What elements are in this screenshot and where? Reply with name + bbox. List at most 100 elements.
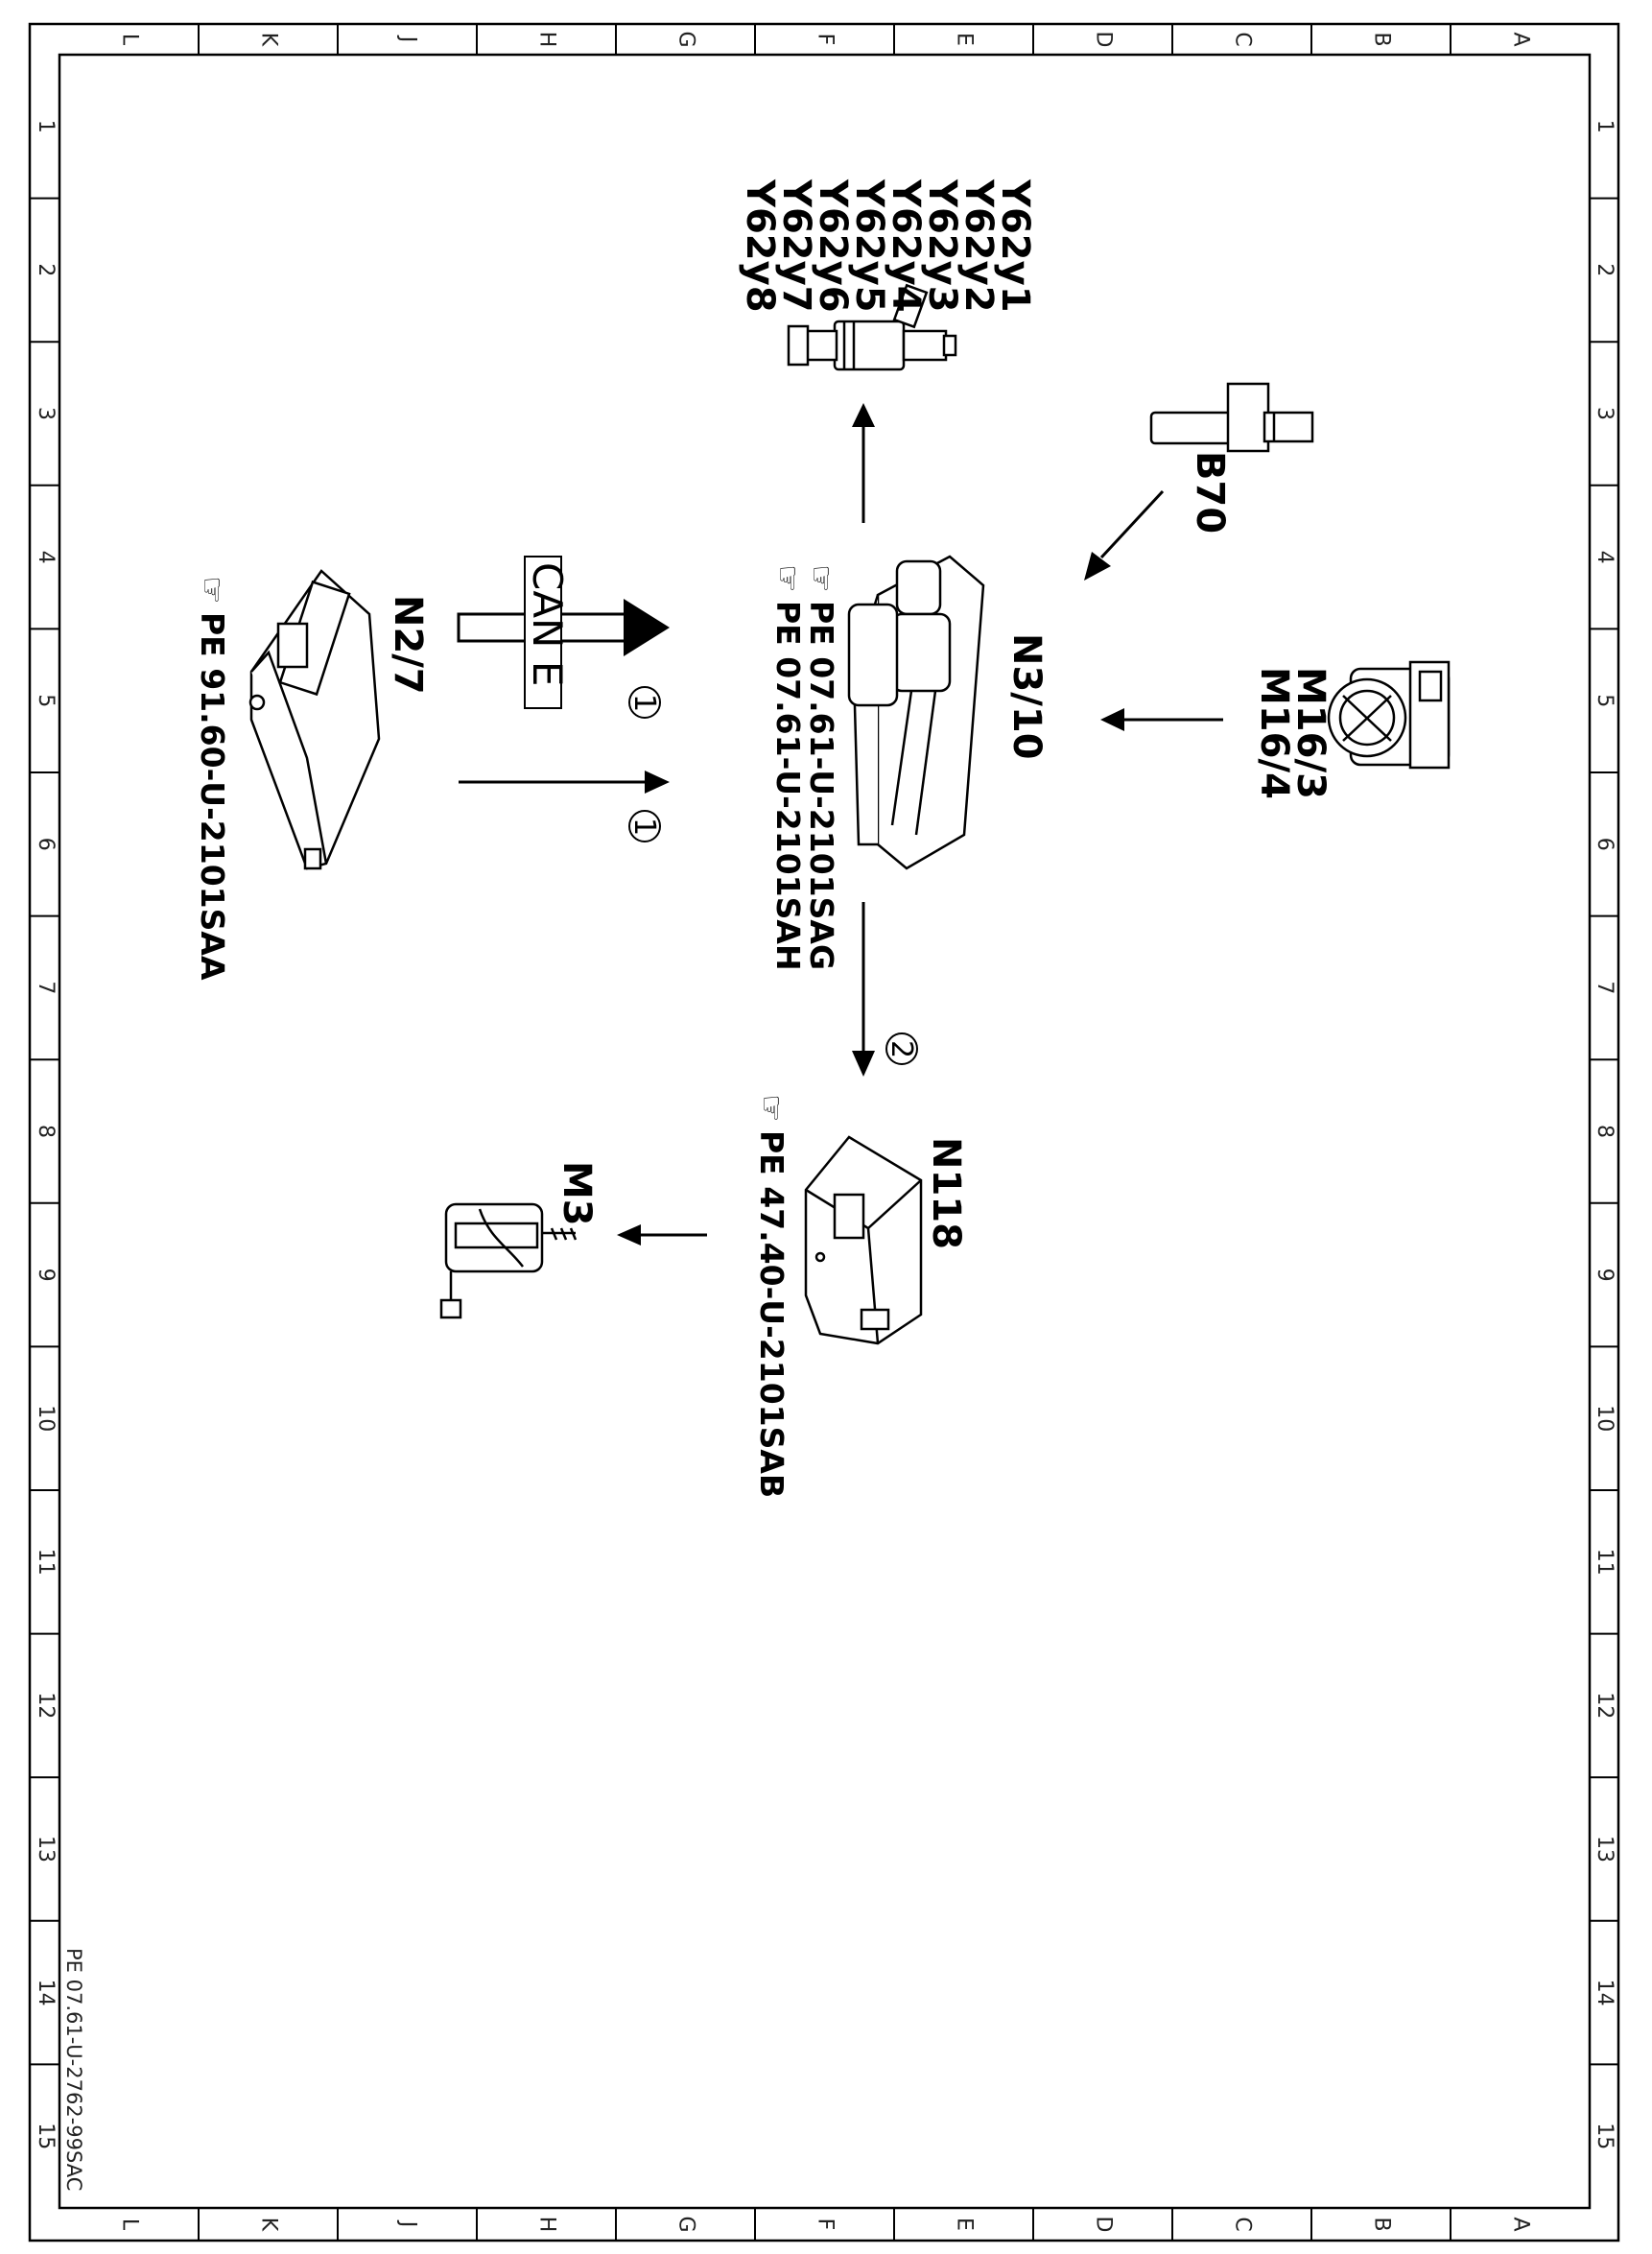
grid-letter-top: K bbox=[257, 33, 281, 47]
grid-letter-top: D bbox=[1092, 32, 1116, 48]
grid-number-right: 13 bbox=[1593, 1836, 1617, 1863]
marker-circle-2: 2 bbox=[885, 1032, 918, 1065]
grid-number-right: 2 bbox=[1593, 263, 1617, 276]
engine-control-unit-icon bbox=[847, 555, 985, 870]
grid-number-right: 15 bbox=[1593, 2123, 1617, 2149]
grid-letter-bottom: A bbox=[1509, 2217, 1533, 2231]
can-e-label-box: CAN E bbox=[524, 556, 571, 709]
restraint-control-unit-icon bbox=[248, 569, 381, 870]
m16-label-2: M16/4 bbox=[1252, 667, 1296, 799]
grid-letter-bottom: F bbox=[814, 2218, 838, 2231]
pointing-hand-icon: ☞ bbox=[194, 576, 231, 605]
grid-number-left: 4 bbox=[34, 551, 58, 564]
grid-number-left: 9 bbox=[34, 1269, 58, 1282]
grid-number-right: 14 bbox=[1593, 1980, 1617, 2006]
document-id: PE 07.61-U-2762-99SAC bbox=[62, 1948, 85, 2191]
marker-2-text: 2 bbox=[885, 1040, 918, 1058]
y62-label-stack: Y62y1 Y62y2 Y62y3 Y62y4 Y62y5 Y62y6 Y62y… bbox=[738, 178, 1037, 313]
b70-label: B70 bbox=[1188, 451, 1232, 534]
arrow-m16-to-n3-10 bbox=[1100, 708, 1223, 731]
grid-number-right: 9 bbox=[1593, 1269, 1617, 1282]
grid-number-left: 2 bbox=[34, 263, 58, 276]
grid-number-left: 13 bbox=[34, 1836, 58, 1863]
grid-letter-top: J bbox=[396, 35, 420, 43]
can-e-label: CAN E bbox=[524, 562, 571, 686]
marker-1b-text: 1 bbox=[627, 818, 661, 836]
grid-letter-top: F bbox=[814, 34, 838, 46]
grid-letter-bottom: J bbox=[396, 2219, 420, 2228]
grid-number-right: 1 bbox=[1593, 120, 1617, 133]
y62-label-6: Y62y6 bbox=[811, 178, 855, 313]
grid-number-left: 8 bbox=[34, 1125, 58, 1138]
m3-label: M3 bbox=[555, 1161, 599, 1226]
crank-sensor-icon bbox=[1149, 382, 1314, 453]
y62-label-4: Y62y4 bbox=[884, 178, 928, 313]
grid-letter-top: B bbox=[1370, 32, 1394, 46]
grid-letter-top: C bbox=[1231, 32, 1255, 46]
throttle-body-icon bbox=[1327, 660, 1451, 770]
grid-number-right: 3 bbox=[1593, 407, 1617, 420]
grid-letter-bottom: B bbox=[1370, 2217, 1394, 2231]
grid-letter-top: L bbox=[118, 34, 142, 46]
grid-number-right: 8 bbox=[1593, 1125, 1617, 1138]
outer-frame bbox=[28, 22, 1620, 2242]
grid-letter-bottom: C bbox=[1231, 2217, 1255, 2231]
n3-10-refs: ☞ PE 07.61-U-2101SAG ☞ PE 07.61-U-2101SA… bbox=[769, 564, 840, 971]
inner-frame bbox=[58, 53, 1592, 2210]
grid-number-left: 6 bbox=[34, 838, 58, 851]
grid-number-left: 14 bbox=[34, 1980, 58, 2006]
marker-circle-1a: 1 bbox=[627, 686, 661, 719]
pointing-hand-icon: ☞ bbox=[769, 564, 807, 593]
grid-number-right: 4 bbox=[1593, 551, 1617, 564]
grid-letter-bottom: D bbox=[1092, 2217, 1116, 2233]
grid-letter-top: H bbox=[535, 32, 559, 48]
fuel-pump-control-unit-icon bbox=[804, 1135, 923, 1345]
n118-label: N118 bbox=[924, 1137, 968, 1249]
y62-label-2: Y62y2 bbox=[956, 178, 1001, 313]
y62-label-1: Y62y1 bbox=[993, 178, 1037, 313]
n2-7-label: N2/7 bbox=[386, 595, 430, 695]
y62-label-7: Y62y7 bbox=[774, 178, 818, 313]
grid-letter-bottom: H bbox=[535, 2217, 559, 2233]
y62-label-8: Y62y8 bbox=[738, 178, 782, 313]
grid-number-left: 3 bbox=[34, 407, 58, 420]
grid-letter-bottom: E bbox=[953, 2218, 977, 2231]
grid-number-right: 12 bbox=[1593, 1692, 1617, 1719]
pointing-hand-icon: ☞ bbox=[803, 564, 840, 593]
y62-label-3: Y62y3 bbox=[920, 178, 964, 313]
grid-number-left: 11 bbox=[34, 1549, 58, 1576]
n118-ref: PE 47.40-U-2101SAB bbox=[753, 1130, 791, 1498]
n3-10-label: N3/10 bbox=[1004, 633, 1049, 760]
grid-letter-bottom: K bbox=[257, 2218, 281, 2232]
arrow-b70-to-n3-10 bbox=[1084, 489, 1165, 581]
marker-1a-text: 1 bbox=[627, 694, 661, 712]
grid-number-right: 10 bbox=[1593, 1405, 1617, 1432]
grid-number-right: 11 bbox=[1593, 1549, 1617, 1576]
grid-number-left: 10 bbox=[34, 1405, 58, 1432]
arrow-n2-7-to-n3-10 bbox=[459, 771, 670, 794]
grid-number-left: 15 bbox=[34, 2123, 58, 2149]
grid-number-left: 5 bbox=[34, 694, 58, 707]
n3-10-ref-1: PE 07.61-U-2101SAG bbox=[803, 601, 840, 970]
y62-label-5: Y62y5 bbox=[847, 178, 891, 313]
fuel-pump-icon bbox=[439, 1202, 578, 1319]
grid-letter-bottom: G bbox=[674, 2216, 698, 2232]
m16-label-1: M16/3 bbox=[1288, 667, 1333, 799]
grid-number-right: 7 bbox=[1593, 981, 1617, 994]
grid-letter-top: A bbox=[1509, 32, 1533, 46]
grid-number-left: 12 bbox=[34, 1692, 58, 1719]
grid-number-left: 1 bbox=[34, 120, 58, 133]
n2-7-ref: PE 91.60-U-2101SAA bbox=[194, 612, 231, 981]
n3-10-ref-2: PE 07.61-U-2101SAH bbox=[769, 601, 807, 971]
injector-icon bbox=[787, 283, 957, 371]
grid-number-left: 7 bbox=[34, 981, 58, 994]
grid-letter-top: G bbox=[674, 31, 698, 47]
grid-letter-bottom: L bbox=[118, 2218, 142, 2231]
grid-number-right: 6 bbox=[1593, 838, 1617, 851]
marker-circle-1b: 1 bbox=[627, 810, 661, 842]
pointing-hand-icon: ☞ bbox=[753, 1094, 791, 1123]
arrow-n118-to-m3 bbox=[617, 1224, 707, 1246]
arrow-n3-10-to-n118 bbox=[852, 902, 875, 1077]
